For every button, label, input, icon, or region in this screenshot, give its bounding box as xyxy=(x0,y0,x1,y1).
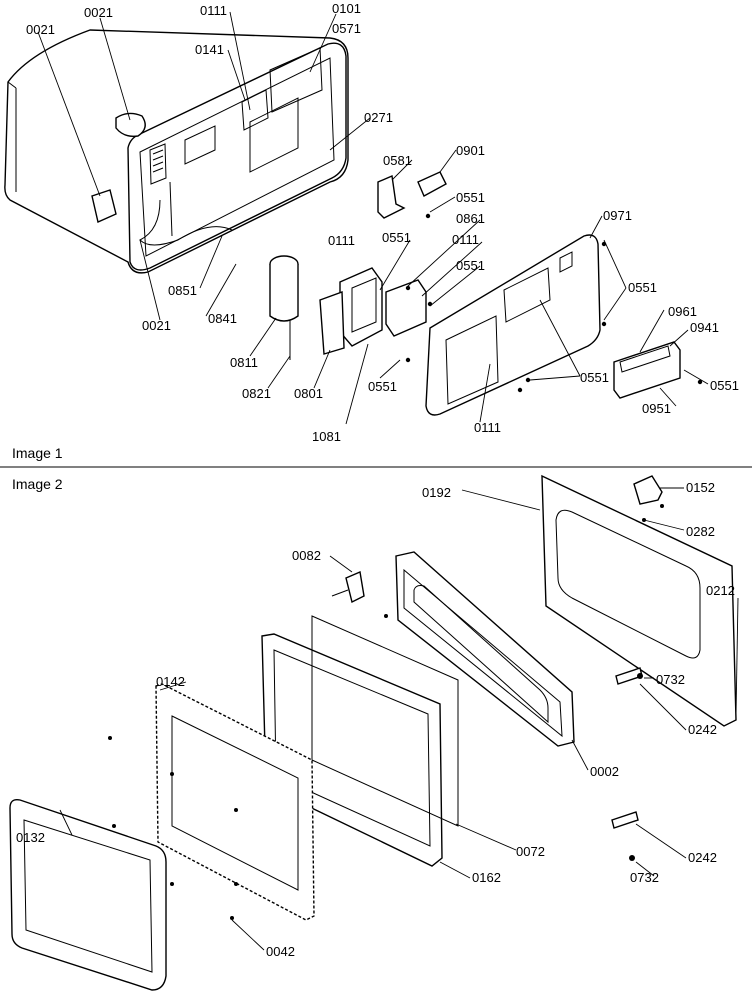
image-2-caption: Image 2 xyxy=(12,476,63,492)
image-2-labels: 0192 0152 0282 0082 0212 0142 0732 0132 … xyxy=(16,480,735,959)
label-0571: 0571 xyxy=(332,21,361,36)
label-0551: 0551 xyxy=(382,230,411,245)
label-0282: 0282 xyxy=(686,524,715,539)
label-0551: 0551 xyxy=(368,379,397,394)
label-0141: 0141 xyxy=(195,42,224,57)
label-0152: 0152 xyxy=(686,480,715,495)
label-0132: 0132 xyxy=(16,830,45,845)
door-frame xyxy=(395,551,575,747)
image-2-leader-lines xyxy=(59,487,739,951)
label-0021: 0021 xyxy=(26,22,55,37)
label-0142: 0142 xyxy=(156,674,185,689)
label-0192: 0192 xyxy=(422,485,451,500)
label-0801: 0801 xyxy=(294,386,323,401)
label-0732: 0732 xyxy=(630,870,659,885)
label-0851: 0851 xyxy=(168,283,197,298)
label-0811: 0811 xyxy=(230,355,258,370)
image-1-screws xyxy=(405,213,703,393)
label-0861: 0861 xyxy=(456,211,485,226)
label-0111: 0111 xyxy=(474,420,501,435)
label-0021: 0021 xyxy=(142,318,171,333)
image-2-door-assembly: Image 2 xyxy=(9,474,739,991)
control-panel xyxy=(425,234,601,416)
switch-bracket xyxy=(377,171,447,219)
label-0101: 0101 xyxy=(332,1,361,16)
label-0971: 0971 xyxy=(603,208,632,223)
label-0901: 0901 xyxy=(456,143,485,158)
image-2-screws xyxy=(108,614,388,920)
door-film xyxy=(311,615,459,827)
label-0212: 0212 xyxy=(706,583,735,598)
latch-part xyxy=(633,475,664,522)
label-0581: 0581 xyxy=(383,153,412,168)
image-1-labels: 0021 0021 0111 0101 0571 0141 0271 0901 … xyxy=(26,1,739,444)
label-0732: 0732 xyxy=(656,672,685,687)
label-1081: 1081 xyxy=(312,429,341,444)
label-0951: 0951 xyxy=(642,401,671,416)
cabinet xyxy=(4,29,349,274)
image-1-leader-lines xyxy=(37,11,709,425)
hinge xyxy=(331,571,365,604)
door-back-panel xyxy=(541,474,737,727)
capacitor xyxy=(269,255,299,360)
outer-door-panel xyxy=(9,798,167,991)
image-1-assembly: 0021 0021 0111 0101 0571 0141 0271 0901 … xyxy=(4,1,739,461)
label-0551: 0551 xyxy=(628,280,657,295)
hinge-brackets xyxy=(611,667,643,861)
label-0242: 0242 xyxy=(688,850,717,865)
label-0021: 0021 xyxy=(84,5,113,20)
label-0821: 0821 xyxy=(242,386,271,401)
label-0551: 0551 xyxy=(456,190,485,205)
label-0551: 0551 xyxy=(580,370,609,385)
label-0551: 0551 xyxy=(710,378,739,393)
label-0162: 0162 xyxy=(472,870,501,885)
image-1-caption: Image 1 xyxy=(12,445,63,461)
label-0841: 0841 xyxy=(208,311,237,326)
label-0002: 0002 xyxy=(590,764,619,779)
label-0111: 0111 xyxy=(328,233,355,248)
label-0941: 0941 xyxy=(690,320,719,335)
label-0551: 0551 xyxy=(456,258,485,273)
label-0111: 0111 xyxy=(200,3,227,18)
label-0242: 0242 xyxy=(688,722,717,737)
label-0042: 0042 xyxy=(266,944,295,959)
label-0072: 0072 xyxy=(516,844,545,859)
display-module xyxy=(613,341,681,399)
label-0111: 0111 xyxy=(452,232,479,247)
label-0961: 0961 xyxy=(668,304,697,319)
mesh-screen xyxy=(155,683,315,921)
label-0082: 0082 xyxy=(292,548,321,563)
control-board xyxy=(319,267,427,355)
label-0271: 0271 xyxy=(364,110,393,125)
